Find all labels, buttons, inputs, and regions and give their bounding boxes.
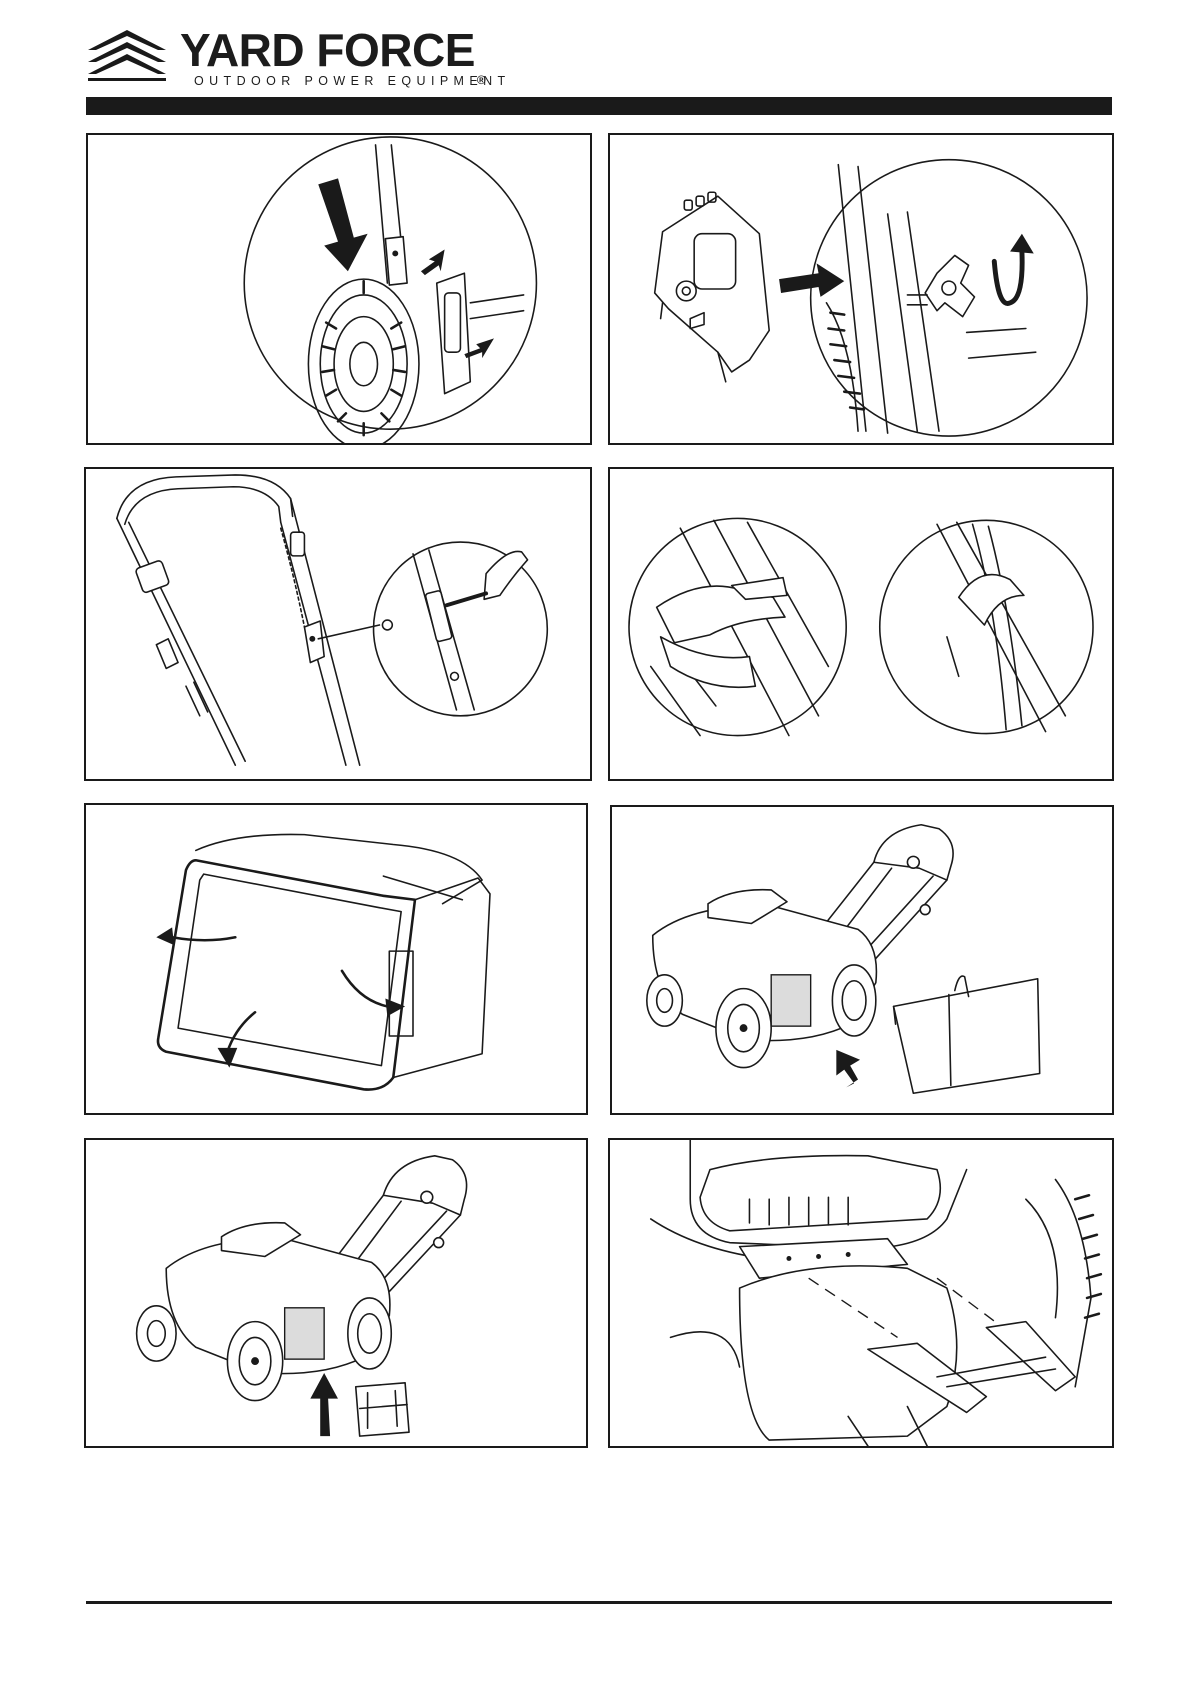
footer-divider: [86, 1601, 1112, 1604]
illustration-panel-4: [608, 467, 1114, 781]
rotate-arrow-icon: [342, 971, 387, 1007]
rotate-arrow-icon: [994, 251, 1022, 303]
illustration-panel-1: [86, 133, 592, 445]
brand-tagline: OUTDOOR POWER EQUIPMENT: [194, 74, 511, 88]
illustration-panel-8: [608, 1138, 1114, 1448]
illustration-panel-3: [84, 467, 592, 781]
rotate-arrow-icon: [172, 937, 235, 940]
down-arrow-icon: [318, 178, 367, 271]
brand-name: YARD FORCE®: [180, 26, 483, 74]
illustration-panel-6: [610, 805, 1114, 1115]
rotate-arrow-icon: [227, 1012, 255, 1051]
illustration-panel-5: [84, 803, 588, 1115]
illustration-panel-7: [84, 1138, 588, 1448]
right-arrow-icon: [779, 263, 844, 297]
up-arrow-icon: [836, 1050, 860, 1088]
small-arrow-icon: [421, 250, 445, 276]
brand-header: YARD FORCE® OUTDOOR POWER EQUIPMENT: [86, 24, 686, 94]
header-divider-bar: [86, 97, 1112, 115]
yard-force-chevron-logo: [86, 28, 168, 82]
up-arrow-icon: [310, 1373, 338, 1436]
illustration-panel-2: [608, 133, 1114, 445]
